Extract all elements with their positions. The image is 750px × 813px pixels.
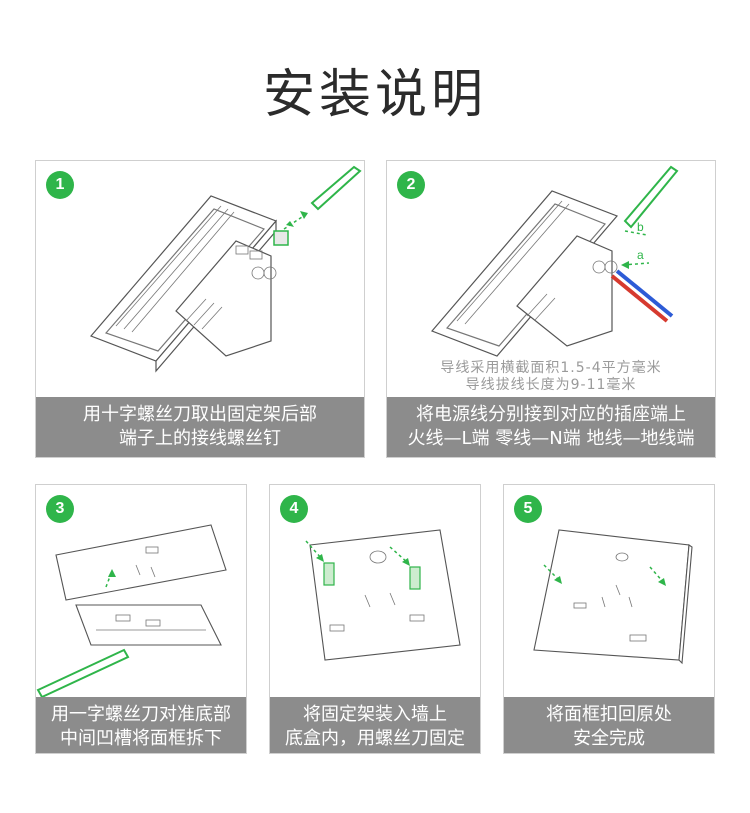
caption-line-2: 中间凹槽将面框拆下 (60, 728, 222, 749)
step-card-5: 5 将面框扣回原处 安全完成 (503, 484, 715, 754)
step-caption: 将电源线分别接到对应的插座端上 火线—L端 零线—N端 地线—地线端 (387, 397, 715, 457)
step-caption: 将面框扣回原处 安全完成 (504, 697, 714, 753)
step-4-illustration (305, 529, 461, 661)
caption-line-1: 将电源线分别接到对应的插座端上 (416, 404, 686, 425)
step-number-badge: 3 (46, 495, 74, 523)
label-a: a (637, 248, 644, 262)
caption-line-1: 将固定架装入墙上 (303, 704, 447, 725)
caption-line-2: 火线—L端 零线—N端 地线—地线端 (407, 428, 695, 449)
caption-line-2: 安全完成 (573, 728, 645, 749)
step-number-badge: 2 (397, 171, 425, 199)
wire-spec-note-2: 导线拔线长度为9-11毫米 (465, 377, 637, 393)
caption-line-1: 用十字螺丝刀取出固定架后部 (83, 404, 317, 425)
caption-line-2: 端子上的接线螺丝钉 (119, 428, 281, 449)
step-number-badge: 4 (280, 495, 308, 523)
caption-line-1: 用一字螺丝刀对准底部 (51, 704, 231, 725)
step-3-illustration (36, 524, 227, 697)
wire-spec-note-1: 导线采用横截面积1.5-4平方毫米 (440, 360, 662, 376)
step-card-2: 2 a b 导线采用横截面积1.5-4平方毫米 导线拔线长度为9-11毫米 将电… (386, 160, 716, 458)
step-caption: 将固定架装入墙上 底盒内，用螺丝刀固定 (270, 697, 480, 753)
step-card-4: 4 将固定架装入墙上 底盒内，用螺丝刀固定 (269, 484, 481, 754)
caption-line-2: 底盒内，用螺丝刀固定 (285, 728, 465, 749)
step-1-illustration (89, 165, 362, 373)
step-5-illustration (533, 529, 693, 665)
caption-line-1: 将面框扣回原处 (546, 704, 672, 725)
step-number-badge: 5 (514, 495, 542, 523)
step-caption: 用十字螺丝刀取出固定架后部 端子上的接线螺丝钉 (36, 397, 364, 457)
step-2-illustration: a b (430, 165, 679, 357)
step-number-badge: 1 (46, 171, 74, 199)
step-card-1: 1 用十字螺丝刀取出固定架后部 (35, 160, 365, 458)
step-caption: 用一字螺丝刀对准底部 中间凹槽将面框拆下 (36, 697, 246, 753)
label-b: b (637, 220, 644, 234)
page-title: 安装说明 (262, 65, 487, 125)
step-card-3: 3 用一字螺丝刀对准底部 中间凹槽将面框拆下 (35, 484, 247, 754)
